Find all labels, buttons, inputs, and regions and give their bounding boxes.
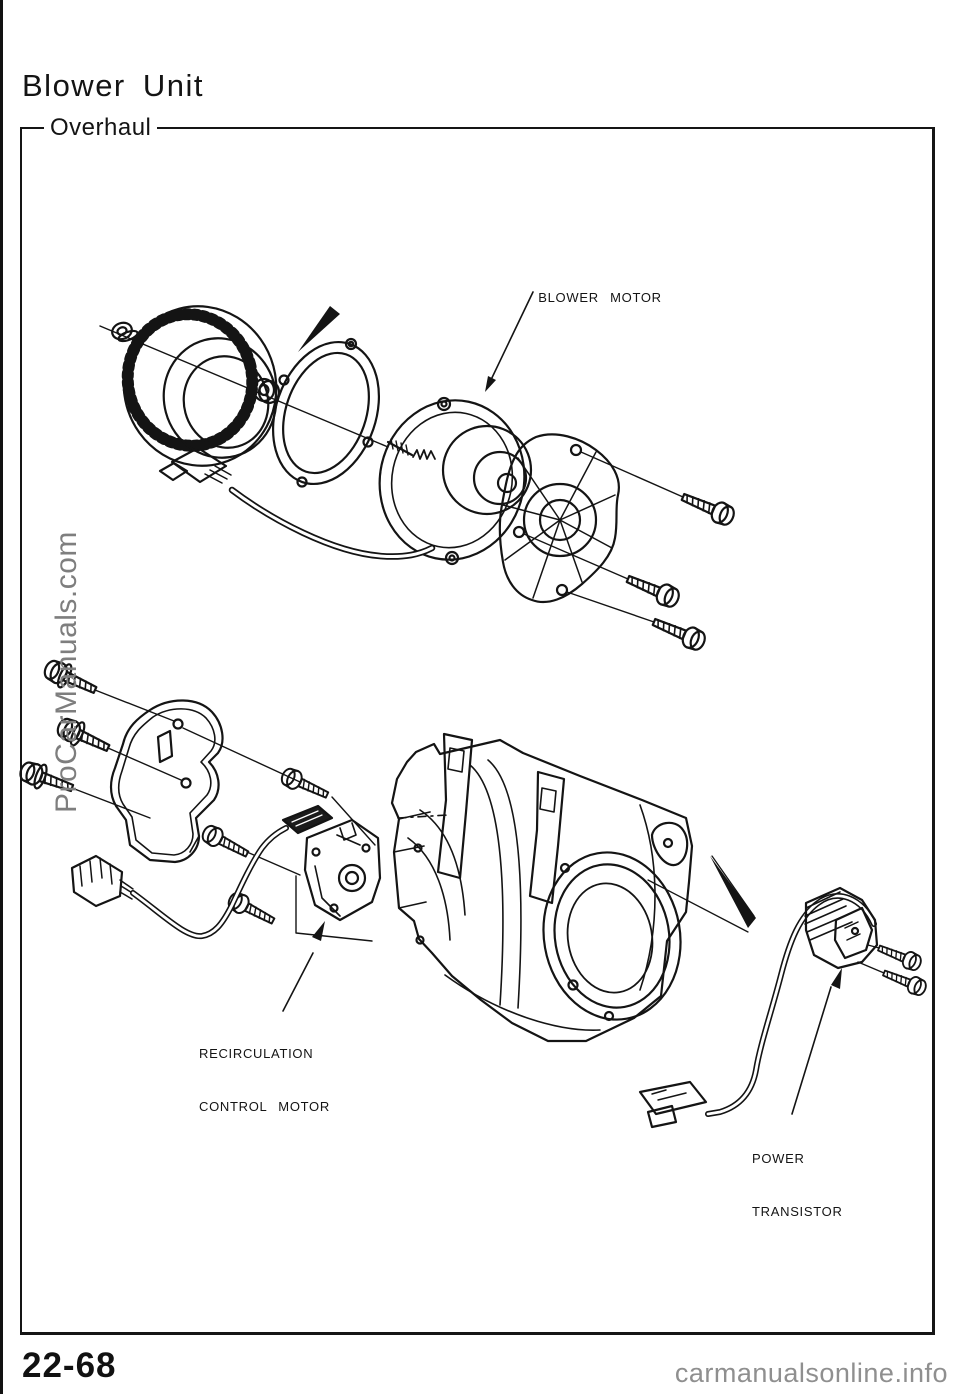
blower-motor — [378, 396, 533, 566]
recirculation-assembly — [17, 656, 382, 942]
transistor-screw — [879, 964, 930, 999]
section-label: Overhaul — [44, 114, 158, 142]
transistor-wire — [705, 893, 877, 1117]
motor-harness-connector — [158, 446, 232, 484]
axis-line — [99, 325, 389, 448]
recirculation-control-motor-label: RECIRCULATION CONTROL MOTOR — [199, 1046, 330, 1114]
leader-lines — [282, 291, 842, 1115]
mounting-gasket — [271, 337, 381, 488]
mount-screw — [648, 611, 709, 654]
recirc-wire — [130, 825, 289, 940]
page-title: Blower Unit — [22, 68, 204, 103]
power-transistor-label: POWER TRANSISTOR — [752, 1151, 843, 1219]
mount-screw — [677, 486, 738, 529]
transistor-connector — [638, 1080, 708, 1129]
recirc-screw — [277, 764, 332, 805]
overhaul-box: Overhaul — [20, 114, 935, 1335]
recirc-harness-connector — [70, 854, 135, 908]
power-transistor-assembly — [638, 886, 930, 1129]
recirc-screw — [198, 821, 253, 864]
page-number: 22-68 — [22, 1346, 117, 1385]
recirc-motor-leader — [282, 952, 314, 1012]
blower-motor-label: BLOWER MOTOR — [538, 289, 662, 305]
motor-harness-wire — [228, 486, 436, 560]
direction-arrow-icon — [710, 856, 756, 928]
blower-housing — [390, 732, 756, 1043]
power-transistor-leader — [791, 986, 832, 1115]
footer-watermark: carmanualsonline.info — [674, 1358, 948, 1388]
recirculation-control-motor — [281, 804, 382, 922]
power-transistor — [804, 886, 879, 970]
direction-arrow-icon — [298, 306, 340, 352]
blower-motor-leader — [488, 291, 534, 385]
blower-motor-assembly — [99, 305, 533, 566]
mount-screw — [622, 568, 683, 611]
shaft-washer — [252, 377, 281, 405]
recirc-cover-plate — [109, 699, 224, 864]
callout-line — [295, 875, 373, 942]
side-watermark: ProCarManuals.com — [50, 531, 83, 813]
scan-edge-line — [0, 0, 3, 1394]
transistor-screw — [874, 939, 925, 974]
motor-mount-plate-assembly — [498, 433, 738, 654]
shaft-nut — [111, 321, 139, 343]
